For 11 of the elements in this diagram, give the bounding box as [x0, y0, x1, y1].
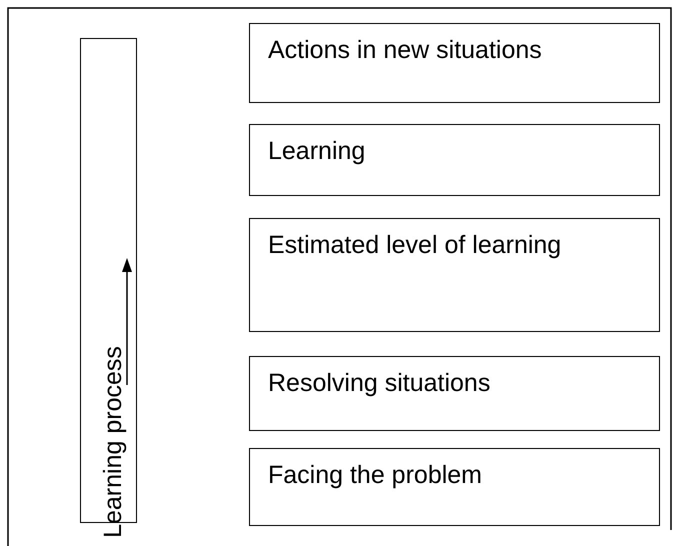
stage-text: Resolving situations — [268, 368, 492, 399]
stage-box — [249, 23, 660, 103]
stage-box — [249, 218, 660, 332]
stage-text: Estimated level of learning — [268, 230, 562, 261]
stage-text: Learning — [268, 136, 366, 167]
vertical-label: Learning process — [98, 345, 128, 540]
stage-box — [249, 356, 660, 431]
stage-text: Actions in new situations — [268, 35, 543, 66]
stage-box — [249, 124, 660, 196]
stage-box — [249, 448, 660, 526]
stage-text: Facing the problem — [268, 460, 484, 491]
